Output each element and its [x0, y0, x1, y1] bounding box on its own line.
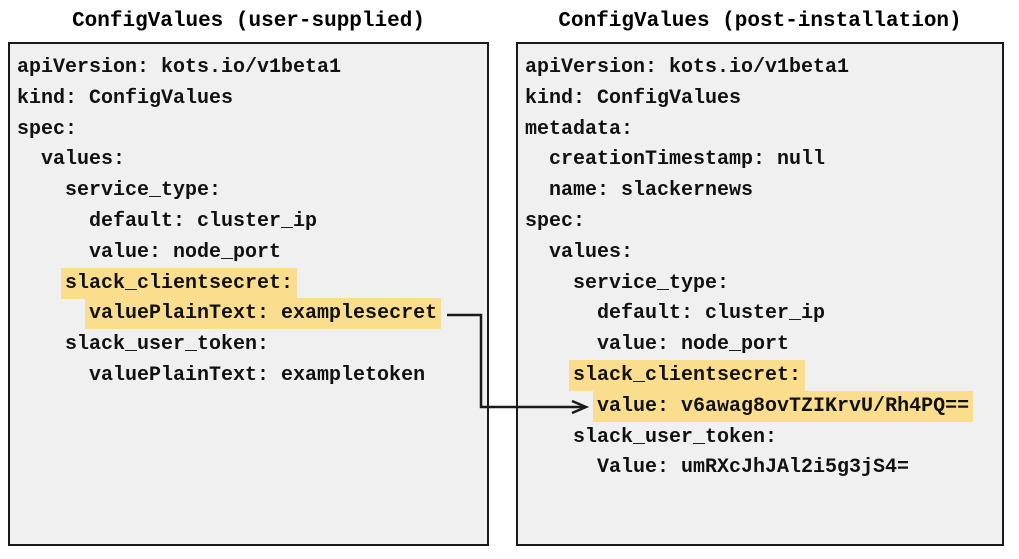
- yaml-line: Value: umRXcJhJAl2i5g3jS4=: [525, 456, 910, 480]
- yaml-line: service_type:: [525, 271, 730, 295]
- yaml-line: service_type:: [17, 179, 222, 203]
- yaml-line: spec:: [525, 209, 586, 233]
- yaml-line: kind: ConfigValues: [525, 86, 742, 110]
- yaml-line: default: cluster_ip: [17, 209, 318, 233]
- yaml-line: value: node_port: [17, 240, 282, 264]
- yaml-line: slack_user_token:: [525, 425, 778, 449]
- yaml-line: creationTimestamp: null: [525, 148, 826, 172]
- yaml-line: valuePlainText: exampletoken: [17, 363, 426, 387]
- yaml-line: apiVersion: kots.io/v1beta1: [525, 56, 850, 79]
- yaml-line: slack_clientsecret:: [525, 359, 1002, 392]
- yaml-line: valuePlainText: examplesecret: [17, 298, 487, 330]
- yaml-line: value: v6awag8ovTZIKrvU/Rh4PQ==: [525, 390, 1002, 423]
- yaml-line: spec:: [17, 117, 78, 141]
- post-installation-title: ConfigValues (post-installation): [558, 10, 962, 33]
- yaml-line: values:: [17, 148, 126, 172]
- post-installation-panel: apiVersion: kots.io/v1beta1 kind: ConfigV…: [516, 42, 1004, 546]
- yaml-line: kind: ConfigValues: [17, 86, 234, 110]
- yaml-line: slack_clientsecret:: [17, 267, 487, 300]
- yaml-line: metadata:: [525, 117, 634, 141]
- highlighted-text: value: v6awag8ovTZIKrvU/Rh4PQ==: [593, 390, 974, 422]
- user-supplied-panel: apiVersion: kots.io/v1beta1 kind: ConfigV…: [8, 42, 489, 546]
- yaml-line: value: node_port: [525, 333, 790, 357]
- yaml-line: default: cluster_ip: [525, 302, 826, 326]
- yaml-line: apiVersion: kots.io/v1beta1: [17, 56, 342, 79]
- user-supplied-title: ConfigValues (user-supplied): [72, 10, 425, 33]
- highlighted-text: slack_clientsecret:: [569, 359, 806, 391]
- highlighted-text: valuePlainText: examplesecret: [85, 298, 442, 330]
- yaml-line: values:: [525, 240, 634, 264]
- yaml-line: slack_user_token:: [17, 333, 270, 357]
- highlighted-text: slack_clientsecret:: [61, 267, 298, 299]
- yaml-line: name: slackernews: [525, 179, 754, 203]
